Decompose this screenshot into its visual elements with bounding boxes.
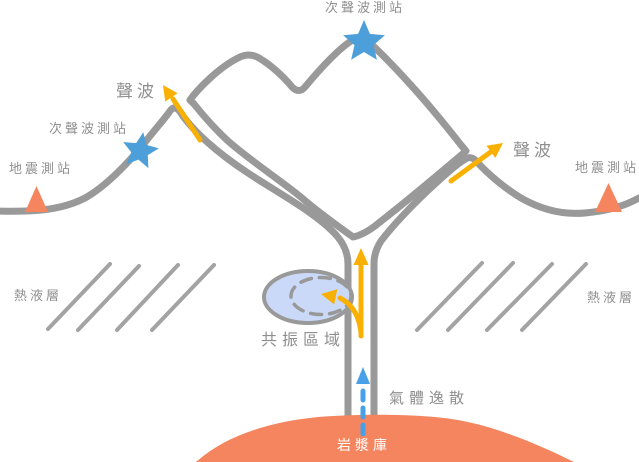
seismic-station-right-label: 地震測站 <box>574 160 639 175</box>
surface-left-and-conduit-left-wall <box>0 104 352 424</box>
sound-wave-arrow-left <box>163 85 203 143</box>
infrasound-station-marker-top <box>343 20 385 60</box>
sound-wave-left-label: 聲波 <box>116 82 158 101</box>
conduit-right-wall-and-surface-right <box>370 154 639 424</box>
gas-escape-label: 氣體逸散 <box>388 390 470 407</box>
resonance-zone-inner-dashed-ellipse <box>289 275 353 317</box>
seismic-station-marker-right <box>595 183 622 212</box>
hydrothermal-right-label: 熱液層 <box>586 290 636 305</box>
crater-rim-and-channel-inner-walls <box>186 34 470 241</box>
resonance-zone-label: 共振區域 <box>260 332 346 349</box>
seismic-station-left-label: 地震測站 <box>8 161 74 176</box>
volcano-outline-group <box>0 34 639 424</box>
sound-wave-arrow-right <box>448 143 503 184</box>
resonance-arrow <box>321 289 364 335</box>
seismic-station-marker-left <box>25 186 48 212</box>
magma-chamber-shape <box>196 414 574 462</box>
infrasound-station-top-label: 次聲波測站 <box>324 0 406 15</box>
hydrothermal-hatch-left <box>46 262 216 332</box>
hydrothermal-left-label: 熱液層 <box>13 288 63 303</box>
gas-escape-arrow <box>356 367 370 437</box>
infrasound-station-marker-left <box>123 132 159 169</box>
infrasound-station-left-label: 次聲波測站 <box>48 121 130 136</box>
sound-wave-right-label: 聲波 <box>513 141 555 160</box>
hydrothermal-hatch-right <box>415 261 588 332</box>
magma-chamber-label: 岩漿庫 <box>337 437 391 453</box>
